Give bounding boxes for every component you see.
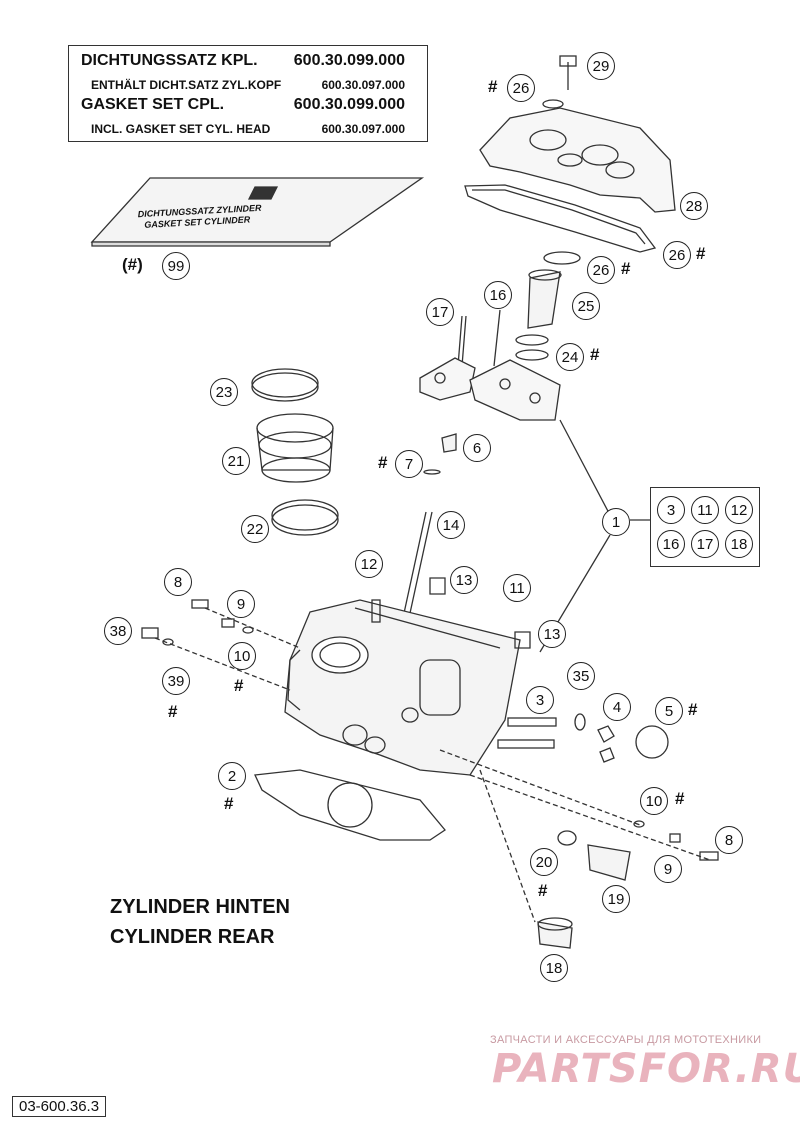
callout-22: 22 bbox=[241, 515, 269, 543]
callout-20: 20 bbox=[530, 848, 558, 876]
hash-marker: # bbox=[168, 702, 178, 721]
callout-10: 10 bbox=[228, 642, 256, 670]
gasket-set-label-de: DICHTUNGSSATZ KPL. bbox=[81, 52, 258, 69]
head-gasket-set-number-en: 600.30.097.000 bbox=[321, 122, 405, 136]
callout-29: 29 bbox=[587, 52, 615, 80]
callout-2: 2 bbox=[218, 762, 246, 790]
callout-1-legend: 3 11 12 16 17 18 bbox=[650, 487, 760, 567]
drawing-title-de: ZYLINDER HINTEN bbox=[110, 896, 290, 918]
callout-16: 16 bbox=[484, 281, 512, 309]
hash-marker: # bbox=[688, 700, 698, 719]
callout-12: 12 bbox=[355, 550, 383, 578]
head-gasket-set-number-de: 600.30.097.000 bbox=[321, 78, 405, 92]
callout-9: 9 bbox=[227, 590, 255, 618]
callout-14: 14 bbox=[437, 511, 465, 539]
hash-marker: # bbox=[488, 77, 498, 96]
callout-99: 99 bbox=[162, 252, 190, 280]
head-gasket-set-label-de: ENTHÄLT DICHT.SATZ ZYL.KOPF bbox=[91, 78, 282, 92]
callout-26: 26 bbox=[587, 256, 615, 284]
callout-26: 26 bbox=[663, 241, 691, 269]
head-gasket-set-label-en: INCL. GASKET SET CYL. HEAD bbox=[91, 122, 271, 136]
callout-10: 10 bbox=[640, 787, 668, 815]
callout-21: 21 bbox=[222, 447, 250, 475]
callout-18: 18 bbox=[540, 954, 568, 982]
callout-1: 1 bbox=[602, 508, 630, 536]
hash-marker: # bbox=[675, 789, 685, 808]
callout-38: 38 bbox=[104, 617, 132, 645]
drawing-code: 03-600.36.3 bbox=[12, 1096, 107, 1117]
gasket-set-info-box: DICHTUNGSSATZ KPL. 600.30.099.000 ENTHÄL… bbox=[68, 45, 428, 142]
callout-28: 28 bbox=[680, 192, 708, 220]
callout-13: 13 bbox=[450, 566, 478, 594]
hash-marker: # bbox=[696, 244, 706, 263]
hash-marker: # bbox=[234, 676, 244, 695]
gasket-set-number-de: 600.30.099.000 bbox=[293, 52, 405, 69]
hash-marker: # bbox=[538, 881, 548, 900]
legend-item: 17 bbox=[691, 530, 719, 558]
hash-marker: # bbox=[224, 794, 234, 813]
callout-3: 3 bbox=[526, 686, 554, 714]
watermark-logo: PARTSFOR.RU bbox=[492, 1046, 800, 1092]
callout-8: 8 bbox=[715, 826, 743, 854]
callout-6: 6 bbox=[463, 434, 491, 462]
callout-19: 19 bbox=[602, 885, 630, 913]
callout-17: 17 bbox=[426, 298, 454, 326]
callout-4: 4 bbox=[603, 693, 631, 721]
callout-24: 24 bbox=[556, 343, 584, 371]
callout-5: 5 bbox=[655, 697, 683, 725]
watermark-tagline: ЗАПЧАСТИ И АКСЕССУАРЫ ДЛЯ МОТОТЕХНИКИ bbox=[490, 1034, 762, 1046]
callout-9: 9 bbox=[654, 855, 682, 883]
legend-item: 16 bbox=[657, 530, 685, 558]
callout-26: 26 bbox=[507, 74, 535, 102]
legend-item: 18 bbox=[725, 530, 753, 558]
callout-39: 39 bbox=[162, 667, 190, 695]
gasket-set-label-en: GASKET SET CPL. bbox=[81, 96, 225, 113]
callout-13: 13 bbox=[538, 620, 566, 648]
callout-11: 11 bbox=[503, 574, 531, 602]
callout-8: 8 bbox=[164, 568, 192, 596]
hash-marker: # bbox=[378, 453, 388, 472]
gasket-pack-ref-prefix: (#) bbox=[122, 255, 143, 274]
drawing-title-en: CYLINDER REAR bbox=[110, 926, 275, 948]
callout-25: 25 bbox=[572, 292, 600, 320]
callout-35: 35 bbox=[567, 662, 595, 690]
legend-item: 12 bbox=[725, 496, 753, 524]
hash-marker: # bbox=[590, 345, 600, 364]
legend-item: 11 bbox=[691, 496, 719, 524]
legend-item: 3 bbox=[657, 496, 685, 524]
hash-marker: # bbox=[621, 259, 631, 278]
callout-23: 23 bbox=[210, 378, 238, 406]
gasket-set-number-en: 600.30.099.000 bbox=[293, 96, 405, 113]
callout-7: 7 bbox=[395, 450, 423, 478]
